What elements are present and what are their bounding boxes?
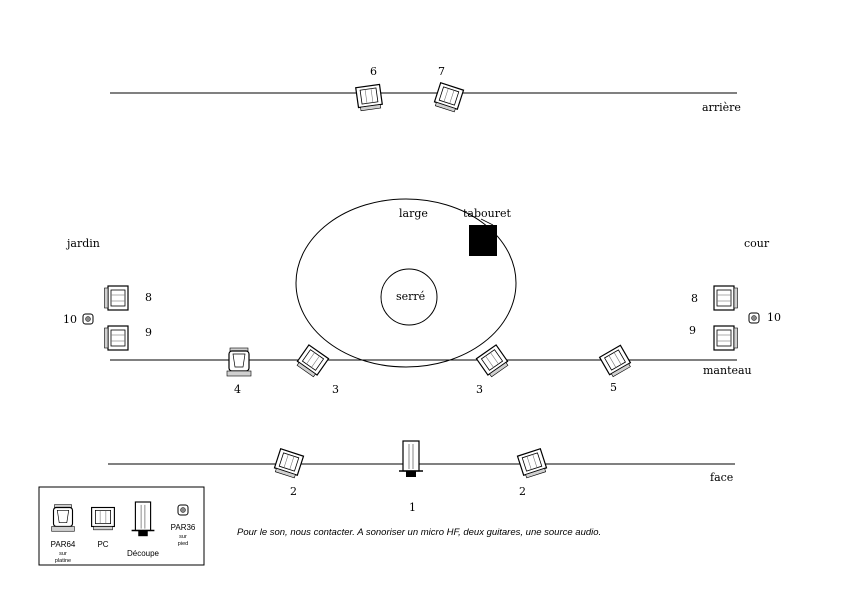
legend-par64-sub2: platine: [55, 558, 71, 564]
pc-fixture-icon: [103, 285, 129, 311]
label-tabouret: tabouret: [463, 207, 511, 220]
pc-fixture-icon: [713, 285, 739, 311]
stool-icon: [469, 225, 497, 256]
par36-fixture-icon: [748, 312, 760, 324]
area-large: [295, 198, 517, 368]
number-8-cour: 8: [691, 292, 698, 305]
number-3-right: 3: [476, 383, 483, 396]
number-2-right: 2: [519, 485, 526, 498]
legend: PAR64 sur platine PC Découpe PAR36 sur p…: [38, 486, 205, 566]
number-9-cour: 9: [689, 324, 696, 337]
pc-fixture-icon: [432, 82, 465, 114]
number-4: 4: [234, 383, 241, 396]
legend-decoupe-name: Découpe: [127, 549, 160, 558]
pc-fixture-icon: [475, 344, 511, 379]
label-face: face: [710, 471, 733, 484]
legend-par64-name: PAR64: [51, 540, 76, 549]
pc-fixture-icon: [713, 325, 739, 351]
par36-fixture-icon: [177, 504, 189, 516]
number-5: 5: [610, 381, 617, 394]
pc-fixture-icon: [272, 448, 305, 480]
pc-fixture-icon: [355, 83, 384, 112]
pc-fixture-icon: [103, 325, 129, 351]
profile-spot-icon: [398, 440, 424, 478]
profile-spot-icon: [130, 501, 156, 537]
label-large: large: [399, 207, 428, 220]
number-7: 7: [438, 65, 445, 78]
number-10-jardin: 10: [63, 313, 77, 326]
par64-fixture-icon: [226, 347, 252, 377]
pc-fixture-icon: [294, 344, 330, 379]
number-2-left: 2: [290, 485, 297, 498]
number-1: 1: [409, 501, 416, 514]
pc-fixture-icon: [516, 448, 549, 480]
label-arriere: arrière: [702, 101, 741, 114]
legend-par36-sub1: sur: [179, 534, 187, 540]
par64-fixture-icon: [51, 504, 75, 532]
legend-par64-sub1: sur: [59, 551, 67, 557]
number-8-jardin: 8: [145, 291, 152, 304]
pc-fixture-icon: [599, 344, 633, 379]
pc-fixture-icon: [91, 506, 115, 531]
number-9-jardin: 9: [145, 326, 152, 339]
number-10-cour: 10: [767, 311, 781, 324]
label-cour: cour: [744, 237, 770, 250]
number-3-left: 3: [332, 383, 339, 396]
label-serre: serré: [396, 290, 425, 303]
area-serre: [380, 268, 438, 326]
par36-fixture-icon: [82, 313, 94, 325]
label-jardin: jardin: [65, 237, 100, 250]
sound-note: Pour le son, nous contacter. A sonoriser…: [237, 527, 601, 538]
label-manteau: manteau: [703, 364, 752, 377]
legend-par36-sub2: pied: [178, 541, 188, 547]
legend-par36-name: PAR36: [171, 523, 196, 532]
stool-pointer: [480, 218, 494, 226]
number-6: 6: [370, 65, 377, 78]
legend-pc-name: PC: [97, 540, 108, 549]
